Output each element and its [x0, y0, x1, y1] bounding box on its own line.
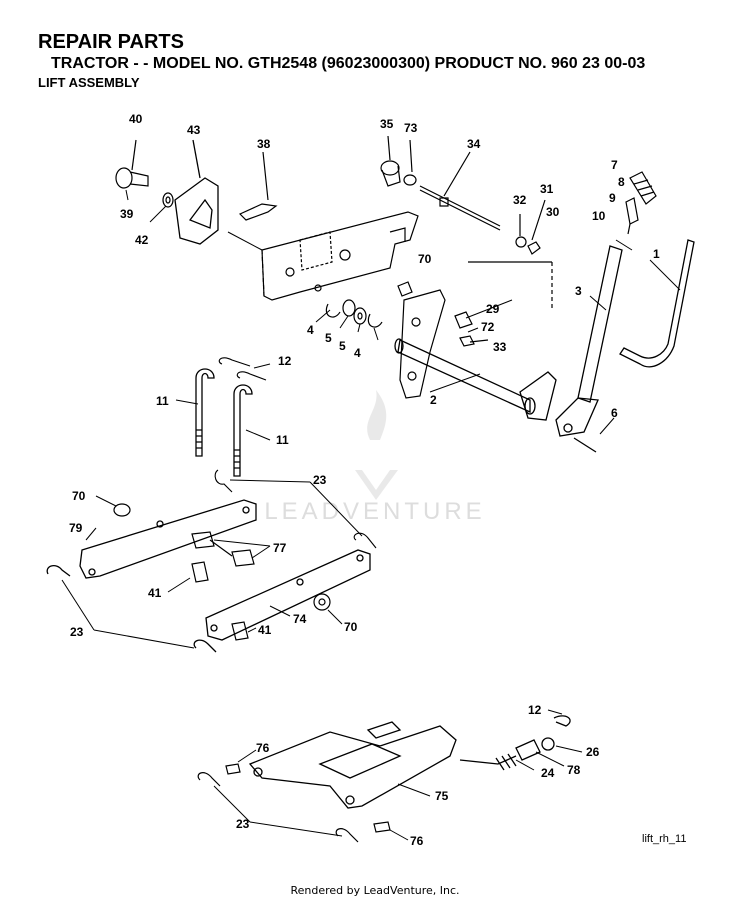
callout-5-right: 5 [339, 339, 346, 353]
callout-41-left: 41 [148, 586, 162, 600]
callout-43: 43 [187, 123, 201, 137]
callout-39: 39 [120, 207, 134, 221]
callout-4-right: 4 [354, 346, 361, 360]
clip-38 [238, 151, 278, 221]
callout-75: 75 [435, 789, 449, 803]
callout-73: 73 [404, 121, 418, 135]
callout-23-top: 23 [313, 473, 327, 487]
lift-rod-34 [380, 135, 501, 231]
callout-31: 31 [540, 182, 554, 196]
callout-29: 29 [486, 302, 500, 316]
callout-72: 72 [481, 320, 495, 334]
callout-9: 9 [609, 191, 616, 205]
callout-6: 6 [611, 406, 618, 420]
callout-23-bottom: 23 [236, 817, 250, 831]
callout-26: 26 [586, 745, 600, 759]
handle-grip-43 [174, 139, 219, 245]
callout-32: 32 [513, 193, 527, 207]
callout-38: 38 [257, 137, 271, 151]
hair-pin-12 [218, 357, 267, 381]
page-title: REPAIR PARTS [38, 31, 184, 53]
callout-10: 10 [592, 209, 606, 223]
callout-23-left: 23 [70, 625, 84, 639]
callout-24: 24 [541, 766, 555, 780]
callout-70-top: 70 [418, 252, 432, 266]
watermark-text: LEADVENTURE [264, 498, 485, 525]
lift-shaft-2 [394, 338, 557, 421]
grip-7-8-9 [625, 171, 657, 235]
callout-8: 8 [618, 175, 625, 189]
lift-bar-74 [193, 549, 371, 653]
callout-35: 35 [380, 117, 394, 131]
callout-12-bottom: 12 [528, 703, 542, 717]
lift-handle-3 [555, 245, 623, 453]
callout-1: 1 [653, 247, 660, 261]
nut-30-31 [468, 199, 553, 310]
page-header: REPAIR PARTS TRACTOR - - MODEL NO. GTH25… [38, 30, 738, 91]
footer-credit: Rendered by LeadVenture, Inc. [290, 884, 460, 897]
washer-42 [162, 192, 174, 208]
nuts-41-70 [113, 503, 331, 641]
watermark-logo [355, 390, 398, 500]
callout-11-left: 11 [156, 394, 169, 408]
section-title: LIFT ASSEMBLY [38, 75, 140, 90]
callout-5-left: 5 [325, 331, 332, 345]
callout-34: 34 [467, 137, 481, 151]
lift-link-11-left [195, 368, 215, 457]
callout-79: 79 [69, 521, 83, 535]
callout-77: 77 [273, 541, 287, 555]
callout-12-top: 12 [278, 354, 292, 368]
washers-4-5 [325, 299, 383, 328]
callout-40: 40 [129, 112, 143, 126]
callout-70-left: 70 [72, 489, 86, 503]
parts-diagram: LEADVENTURE [46, 112, 695, 848]
callout-30: 30 [546, 205, 560, 219]
callout-2: 2 [430, 393, 437, 407]
callout-76-bottom: 76 [410, 834, 424, 848]
callout-70-right: 70 [344, 620, 358, 634]
knob-40 [115, 139, 149, 189]
lift-bar-79 [46, 499, 257, 579]
callout-76-top: 76 [256, 741, 270, 755]
blocks-77 [191, 531, 255, 567]
callout-42: 42 [135, 233, 149, 247]
bolts-76 [197, 763, 391, 843]
clip-23-top [214, 469, 377, 549]
callout-33: 33 [493, 340, 507, 354]
lift-link-11-right [233, 384, 253, 477]
drawing-reference: lift_rh_11 [642, 833, 686, 845]
bracket-assembly-29 [397, 281, 489, 399]
leader-lines [61, 189, 681, 841]
callout-labels: 40 43 38 39 42 35 73 34 32 31 30 7 8 9 1… [69, 112, 660, 848]
callout-74: 74 [293, 612, 307, 626]
callout-4-left: 4 [307, 323, 314, 337]
lift-plate-75 [248, 715, 571, 809]
frame-bracket [227, 211, 419, 301]
callout-41-right: 41 [258, 623, 272, 637]
callout-78: 78 [567, 763, 581, 777]
callout-3: 3 [575, 284, 582, 298]
model-subtitle: TRACTOR - - MODEL NO. GTH2548 (960230003… [51, 55, 646, 72]
lift-rod-1 [619, 239, 695, 368]
callout-7: 7 [611, 158, 618, 172]
callout-11-right: 11 [276, 433, 289, 447]
